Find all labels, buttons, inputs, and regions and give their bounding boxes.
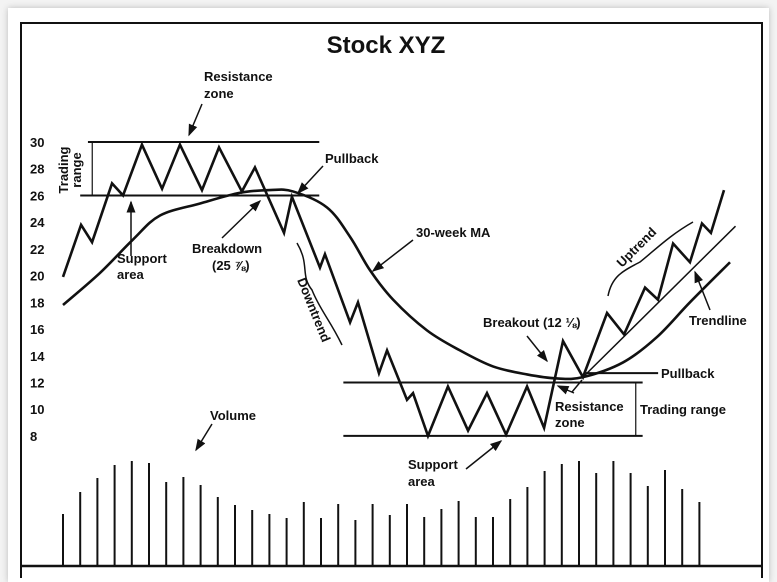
y-tick-label: 30 [30,135,44,150]
y-tick-label: 12 [30,375,44,390]
y-tick-label: 20 [30,269,44,284]
volume-label: Volume [210,408,256,423]
trendline-label: Trendline [689,313,747,328]
y-tick-label: 10 [30,402,44,417]
downtrend-label: Downtrend [294,276,333,345]
breakout-label: Breakout (12 ⅛) [483,315,581,330]
y-tick-label: 8 [30,429,37,444]
chart-title: Stock XYZ [327,32,446,59]
y-tick-label: 24 [30,215,45,230]
y-tick-label: 14 [30,349,45,364]
volume-bars [62,461,701,566]
resistance-zone-top-arrow [188,103,203,137]
support-area-bottom-label: Support [408,457,458,472]
uptrend-brace [607,221,694,297]
trading-range-top-label-2: range [69,152,84,187]
trading-range-top-label: Trading [56,146,71,193]
trendline-arrow [694,270,711,311]
downtrend-brace [296,242,343,346]
ma-arrow [371,239,414,272]
reference-lines [80,141,737,437]
support-area-bottom-arrow [465,440,503,470]
annotation-labels: Resistance zone Trading range Support ar… [56,69,747,489]
support-area-top-label: Support [117,251,167,266]
resistance-zone-top-label: Resistance [204,69,273,84]
y-tick-label: 16 [30,322,44,337]
resistance-zone-bottom-arrow [556,385,575,395]
ma-label: 30-week MA [416,225,491,240]
breakdown-arrow [221,199,262,239]
y-tick-label: 28 [30,162,44,177]
price-line [61,141,726,440]
pullback-bottom-label: Pullback [661,366,715,381]
breakdown-price: (25 ⅞) [212,258,250,273]
support-area-bottom-label-2: area [408,474,436,489]
resistance-zone-top-label-2: zone [204,86,234,101]
breakout-arrow [526,335,548,363]
y-tick-label: 26 [30,188,44,203]
y-tick-label: 18 [30,295,44,310]
trading-range-bottom-label: Trading range [640,402,726,417]
support-area-top-label-2: area [117,267,145,282]
y-axis-ticks: 30 28 26 24 22 20 18 16 14 12 10 8 [30,135,45,444]
series-lines [61,141,731,440]
breakdown-label: Breakdown [192,241,262,256]
volume-arrow [195,423,213,452]
pullback-top-arrow [296,165,324,195]
chart-frame [20,22,763,578]
y-tick-label: 22 [30,242,44,257]
moving-average-line [62,188,731,381]
annotation-arrows [126,103,711,470]
resistance-zone-bottom-pointer [571,379,583,393]
pullback-top-label: Pullback [325,151,379,166]
resistance-zone-bottom-label-2: zone [555,415,585,430]
trendline [582,225,737,378]
resistance-zone-bottom-label: Resistance [555,399,624,414]
